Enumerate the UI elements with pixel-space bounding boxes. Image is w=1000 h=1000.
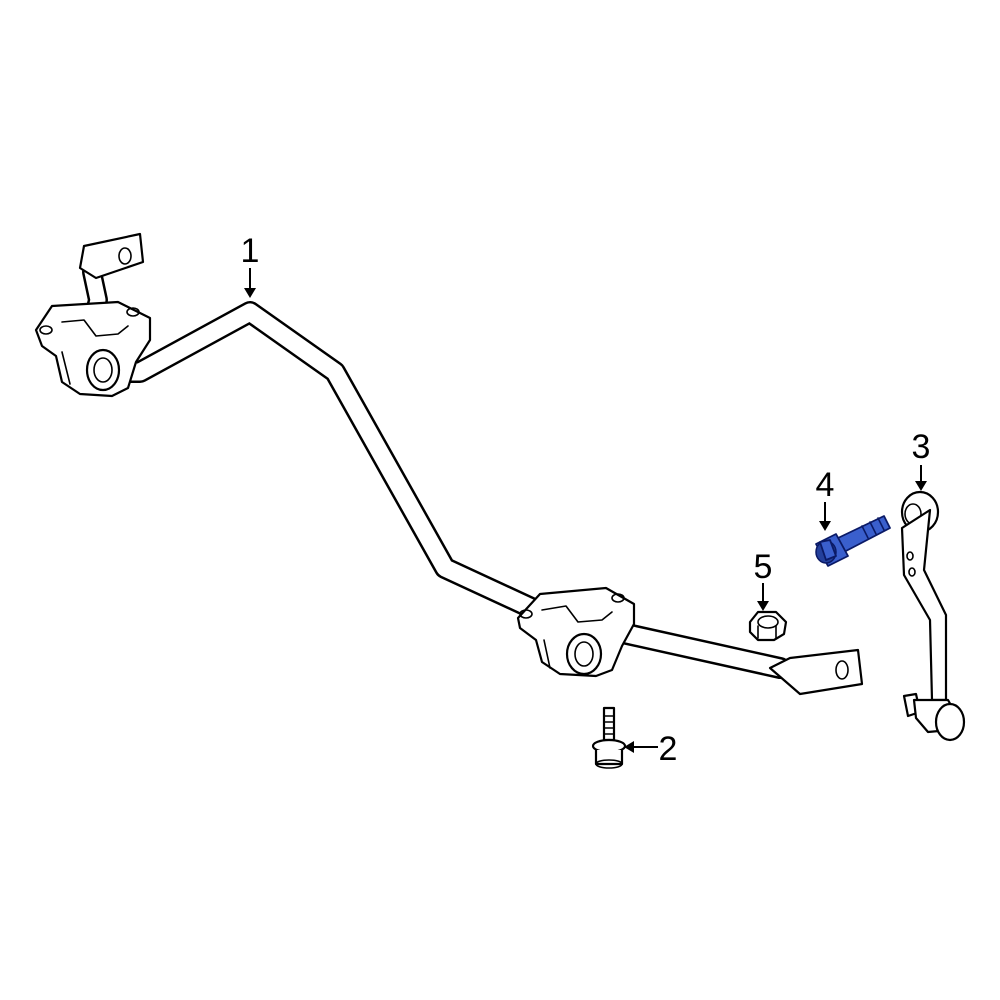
callout-1: 1 [241, 232, 260, 270]
link-bolt-highlighted[interactable] [815, 515, 891, 567]
bracket-bolt[interactable] [591, 706, 627, 769]
callout-2: 2 [659, 730, 678, 768]
callout-5: 5 [754, 548, 773, 586]
bushing-bracket-left[interactable] [34, 300, 152, 398]
callout-3: 3 [912, 428, 931, 466]
stabilizer-bar[interactable] [78, 232, 864, 696]
nut[interactable] [748, 610, 788, 642]
stabilizer-link[interactable] [900, 490, 966, 742]
bushing-bracket-right[interactable] [516, 586, 636, 678]
callout-leaders [244, 268, 927, 753]
callout-4: 4 [816, 466, 835, 504]
